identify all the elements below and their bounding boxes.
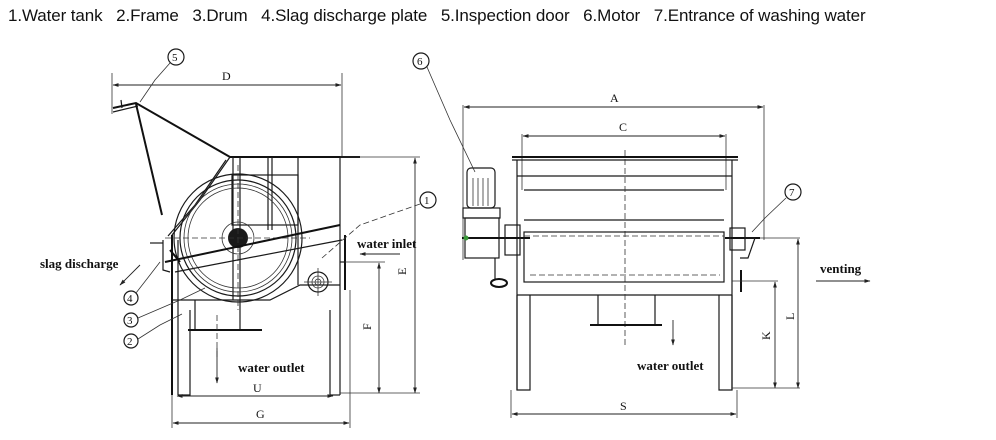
dimension-e: E — [340, 157, 420, 394]
water-outlet-label-side: water outlet — [238, 360, 305, 375]
inspection-door-hopper — [112, 99, 231, 237]
callout-3: 3 — [123, 287, 206, 328]
washing-water-entrance — [725, 227, 800, 292]
water-outlet-label-front: water outlet — [637, 358, 704, 373]
svg-text:2: 2 — [127, 336, 133, 348]
callout-6: 6 — [412, 52, 476, 173]
dimension-label-s: S — [620, 399, 627, 413]
water-inlet-label: water inlet — [357, 236, 417, 251]
callout-2: 2 — [123, 313, 183, 349]
dimension-label-a: A — [610, 91, 619, 105]
dimension-label-e: E — [395, 268, 409, 275]
dimension-a: A — [462, 91, 765, 260]
dimension-d: D — [111, 69, 343, 157]
callout-1: 1 — [321, 191, 437, 259]
svg-text:6: 6 — [417, 56, 423, 68]
dimension-label-l: L — [783, 313, 797, 320]
dimension-label-k: K — [759, 331, 773, 340]
dimension-c: C — [521, 120, 727, 190]
callout-4: 4 — [123, 261, 161, 306]
shaft-marker — [463, 235, 469, 241]
callout-5: 5 — [139, 48, 185, 103]
water-inlet-pipe — [304, 235, 346, 296]
dimension-s: S — [510, 390, 738, 418]
legend-item-frame: 2.Frame — [116, 6, 179, 25]
front-tank-body — [512, 150, 738, 391]
parts-legend: 1.Water tank 2.Frame 3.Drum 4.Slag disch… — [8, 6, 996, 32]
dimension-label-g: G — [256, 407, 265, 421]
dimension-label-c: C — [619, 120, 627, 134]
dimension-f: F — [345, 261, 385, 394]
dimension-u: U — [176, 381, 334, 398]
dimension-k: K — [732, 281, 800, 389]
dimension-label-f: F — [360, 323, 374, 330]
legend-item-water-tank: 1.Water tank — [8, 6, 103, 25]
svg-text:3: 3 — [127, 315, 133, 327]
legend-item-washing-water-entrance: 7.Entrance of washing water — [653, 6, 866, 25]
slag-discharge-label: slag discharge — [40, 256, 119, 271]
front-view: A C — [412, 52, 871, 418]
motor — [462, 167, 530, 288]
drum — [165, 165, 310, 310]
svg-text:1: 1 — [424, 195, 430, 207]
svg-text:4: 4 — [127, 293, 133, 305]
legend-item-inspection-door: 5.Inspection door — [440, 6, 570, 25]
dimension-label-u: U — [253, 381, 262, 395]
svg-text:5: 5 — [172, 52, 178, 64]
svg-text:7: 7 — [789, 187, 795, 199]
dimension-g: G — [171, 290, 351, 428]
slag-discharge-arrow — [119, 264, 141, 286]
callout-7: 7 — [751, 183, 802, 233]
legend-item-motor: 6.Motor — [583, 6, 641, 25]
side-view: D — [40, 48, 437, 428]
dimension-l: L — [783, 238, 800, 389]
dimension-label-d: D — [222, 69, 231, 83]
slag-discharge-plate — [150, 224, 343, 273]
legend-item-slag-discharge-plate: 4.Slag discharge plate — [261, 6, 428, 25]
frame — [171, 157, 341, 396]
legend-item-drum: 3.Drum — [192, 6, 248, 25]
venting-label: venting — [820, 261, 862, 276]
